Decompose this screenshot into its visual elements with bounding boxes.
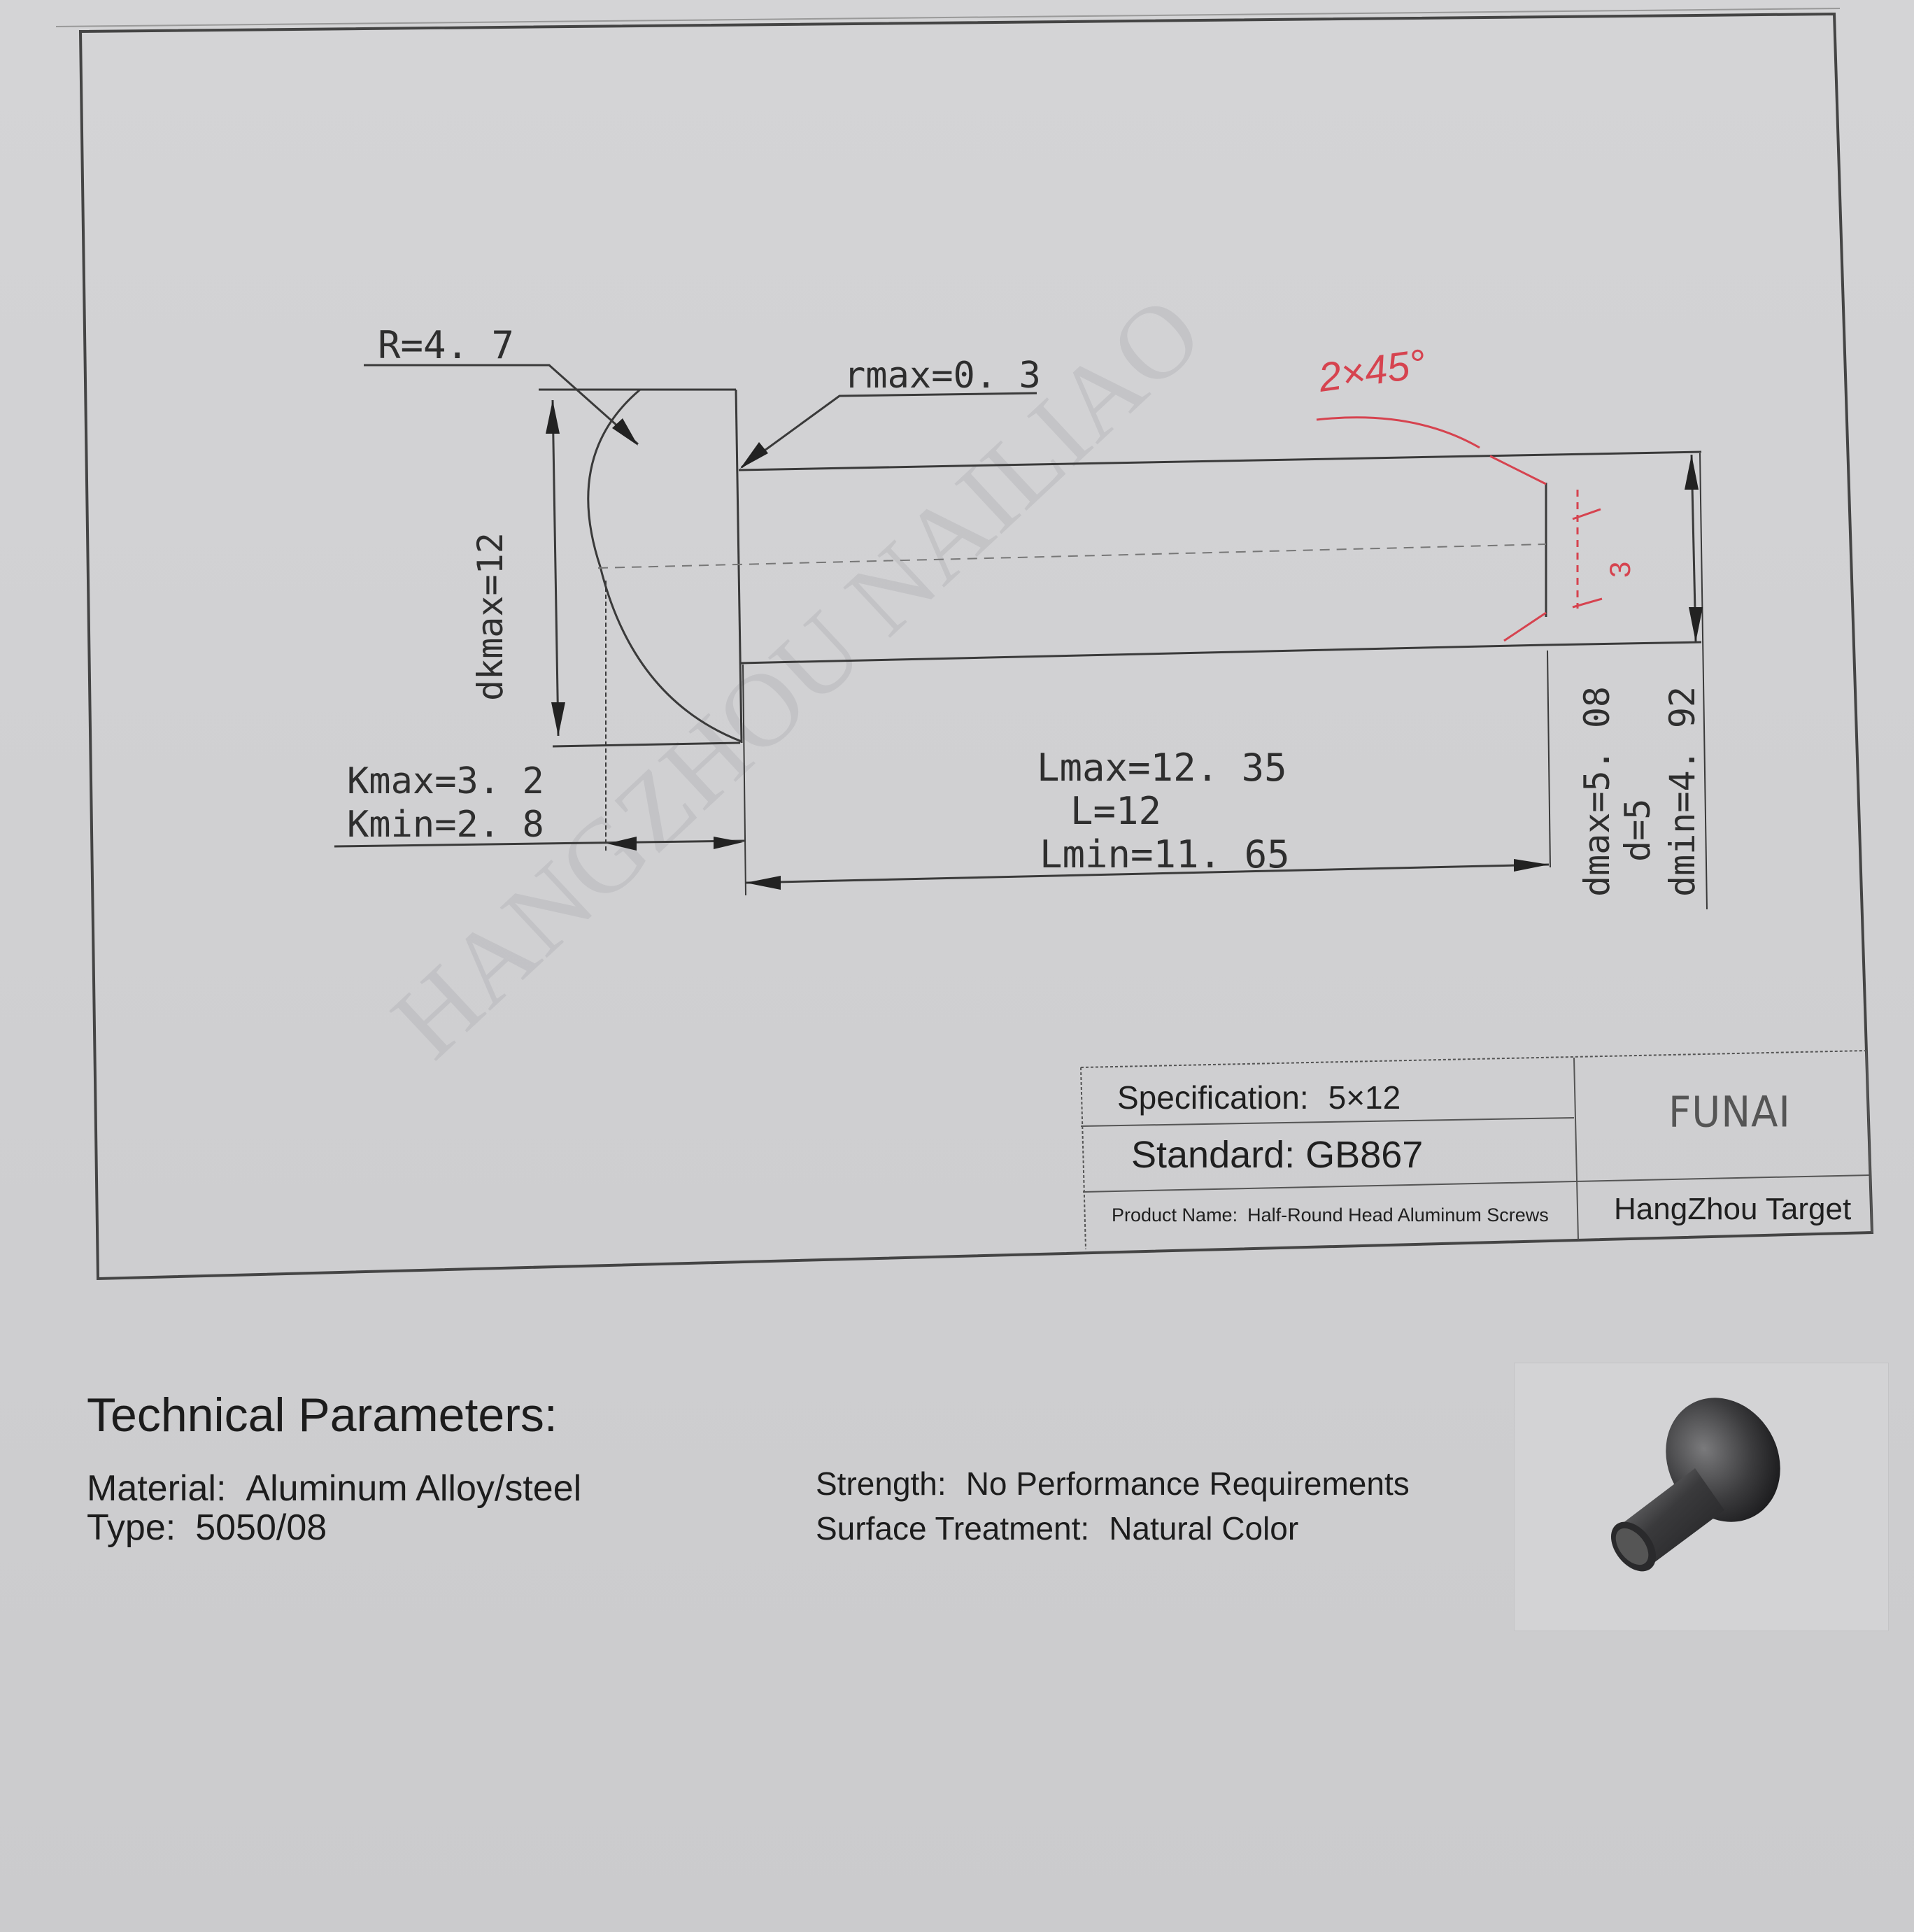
k-leader-line <box>334 839 746 848</box>
label-kmin: Kmin=2. 8 <box>347 804 544 846</box>
tech-params-heading: Technical Parameters: <box>87 1388 558 1442</box>
surface-treatment-value: Natural Color <box>1109 1510 1299 1547</box>
company-name: HangZhou Target <box>1614 1192 1852 1226</box>
shank-bottom-edge <box>739 644 1547 665</box>
surface-treatment-label: Surface Treatment: <box>816 1510 1090 1547</box>
specification-label: Specification: <box>1117 1079 1309 1116</box>
label-lmin: Lmin=11. 65 <box>1040 832 1290 876</box>
standard-label: Standard: GB867 <box>1131 1134 1424 1176</box>
center-line <box>597 544 1547 569</box>
label-kmax: Kmax=3. 2 <box>347 760 544 802</box>
technical-drawing: HANGZHOU NAILIAO <box>55 8 1874 1281</box>
label-dmin: dmin=4. 92 <box>1662 686 1703 897</box>
type-value: 5050/08 <box>195 1507 327 1548</box>
brand-logo-text: FUNAI <box>1668 1088 1791 1137</box>
product-name-row: Product Name: Half-Round Head Aluminum Sc… <box>1112 1205 1549 1226</box>
handwritten-chamfer-marks <box>1316 416 1603 642</box>
label-dmax: dmax=5. 08 <box>1577 686 1617 897</box>
shank-end-extension <box>1545 641 1702 646</box>
label-lmax: Lmax=12. 35 <box>1037 746 1287 790</box>
label-dkmax: dkmax=12 <box>470 532 511 701</box>
screw-head-dome <box>587 388 742 743</box>
shank-top-edge <box>738 450 1702 471</box>
type-row: Type: 5050/08 <box>87 1507 327 1549</box>
title-block-grid <box>1080 1050 1873 1250</box>
strength-label: Strength: <box>816 1465 947 1502</box>
r-leader <box>364 364 639 446</box>
strength-value: No Performance Requirements <box>965 1465 1410 1502</box>
material-value: Aluminum Alloy/steel <box>246 1468 582 1509</box>
type-label: Type: <box>87 1507 176 1548</box>
specification-row: Specification: 5×12 <box>1117 1079 1401 1116</box>
label-radius: R=4. 7 <box>378 323 514 367</box>
product-photo <box>1514 1363 1889 1631</box>
d-extension-line <box>1699 453 1708 910</box>
product-name-label: Product Name: <box>1112 1205 1238 1226</box>
dkmax-dim-line <box>551 399 560 737</box>
l-dim-line <box>745 863 1550 884</box>
label-rmax: rmax=0. 3 <box>844 355 1041 397</box>
title-block: Specification: 5×12 Standard: GB867 Produ… <box>1081 1055 1870 1251</box>
product-name-value: Half-Round Head Aluminum Screws <box>1247 1205 1549 1226</box>
specification-value: 5×12 <box>1328 1079 1401 1116</box>
surface-treatment-row: Surface Treatment: Natural Color <box>816 1510 1298 1547</box>
k-extension-right <box>742 664 746 896</box>
strength-row: Strength: No Performance Requirements <box>816 1465 1410 1503</box>
material-label: Material: <box>87 1468 227 1509</box>
handwritten-chamfer-note: 2×45° <box>1315 341 1429 401</box>
frame-outer-top <box>55 8 1841 27</box>
handwritten-chamfer-length: 3 <box>1603 562 1636 578</box>
rmax-leader <box>741 392 1037 469</box>
head-bottom-extension <box>552 741 741 748</box>
l-extension-right <box>1547 650 1551 868</box>
material-row: Material: Aluminum Alloy/steel <box>87 1468 581 1510</box>
label-l: L=12 <box>1070 789 1161 833</box>
label-d: d=5 <box>1617 799 1658 862</box>
rivet-3d-icon <box>1610 1398 1780 1572</box>
screw-head-face <box>735 389 743 744</box>
